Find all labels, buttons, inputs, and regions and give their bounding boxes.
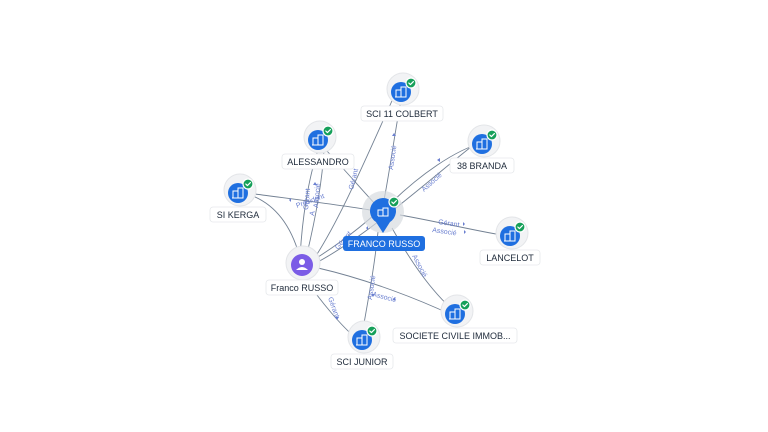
node-center-franco-russo[interactable]: FRANCO RUSSO: [343, 191, 425, 251]
node-lancelot[interactable]: LANCELOT: [479, 216, 541, 266]
check-mark: [462, 303, 468, 308]
check-mark: [489, 133, 495, 138]
edge-label-person-associe: Associé: [371, 291, 397, 304]
node-label: 38 BRANDA: [457, 161, 507, 171]
verified-check-icon: [366, 325, 378, 337]
verified-check-icon: [514, 221, 526, 233]
edge-label-societe: Associé: [410, 254, 428, 279]
label-bg: [265, 279, 339, 296]
check-mark: [369, 329, 375, 334]
node-label: SCI JUNIOR: [336, 357, 388, 367]
edge-label-junior-gerant: Gérant: [326, 296, 340, 319]
check-mark: [408, 81, 414, 86]
edge-label-lancelot-gerant: Gérant: [438, 219, 460, 229]
building-glyph: [476, 138, 488, 150]
node-label: LANCELOT: [486, 253, 534, 263]
node-label: Franco RUSSO: [271, 283, 334, 293]
arrow-marker: [437, 158, 440, 162]
edge-label-branda: Associé: [421, 172, 444, 194]
edge-label-lancelot-associe: Associé: [432, 227, 457, 237]
check-mark: [391, 200, 397, 205]
building-glyph: [312, 134, 324, 146]
label-bg: [479, 249, 541, 266]
node-person-franco-russo[interactable]: Franco RUSSO: [265, 245, 339, 296]
check-mark: [325, 129, 331, 134]
verified-check-icon: [459, 299, 471, 311]
center-node-label: FRANCO RUSSO: [348, 239, 421, 249]
edge-label-person-gerant2: Gérant: [303, 188, 312, 210]
label-bg: [281, 153, 355, 170]
edge-label-alessandro-gerant: Gérant: [348, 168, 360, 191]
arrow-marker: [463, 222, 465, 226]
node-si-kerga[interactable]: SI KERGA: [209, 173, 267, 223]
label-bg: [209, 206, 267, 223]
node-label: SI KERGA: [217, 210, 260, 220]
label-bg: [360, 105, 444, 122]
arrow-marker: [392, 133, 396, 136]
verified-check-icon: [388, 196, 400, 208]
verified-check-icon: [405, 77, 417, 89]
edge-label-person-a: A: [309, 210, 317, 216]
node-label: ALESSANDRO: [287, 157, 349, 167]
edge-person-branda: [313, 139, 481, 265]
building-glyph: [395, 86, 407, 98]
arrow-marker: [366, 226, 368, 230]
label-bg: [330, 353, 394, 370]
building-glyph: [449, 308, 461, 320]
node-societe-civile[interactable]: SOCIETE CIVILE IMMOB...: [392, 294, 518, 344]
verified-check-icon: [486, 129, 498, 141]
label-bg: [392, 327, 518, 344]
edge-label-junior-associe: Associé: [367, 275, 377, 300]
check-mark: [517, 225, 523, 230]
node-label: SCI 11 COLBERT: [366, 109, 438, 119]
verified-check-icon: [322, 125, 334, 137]
verified-check-icon: [242, 178, 254, 190]
node-sci-junior[interactable]: SCI JUNIOR: [330, 320, 394, 370]
edge-label-alessandro-associe: Associé: [313, 183, 322, 208]
person-head: [299, 259, 305, 265]
building-glyph: [377, 207, 389, 217]
arrow-marker: [393, 297, 395, 301]
building-glyph: [504, 230, 516, 242]
arrow-marker: [335, 317, 339, 320]
node-sci-11-colbert[interactable]: SCI 11 COLBERT: [360, 72, 444, 122]
edge-person-kerga: [243, 192, 301, 259]
check-mark: [245, 182, 251, 187]
arrow-marker: [289, 198, 291, 202]
building-glyph: [356, 334, 368, 346]
node-38-branda[interactable]: 38 BRANDA: [449, 124, 515, 174]
arrow-marker: [464, 230, 466, 234]
person-body: [296, 267, 308, 270]
node-alessandro[interactable]: ALESSANDRO: [281, 120, 355, 170]
label-bg: [449, 157, 515, 174]
arrow-marker: [313, 182, 317, 185]
edge-label-colbert: Associé: [388, 145, 398, 170]
node-label: SOCIETE CIVILE IMMOB...: [399, 331, 510, 341]
building-glyph: [232, 187, 244, 199]
edge-kerga-center: [254, 193, 371, 211]
center-label-bg: [343, 236, 425, 251]
arrow-marker: [371, 294, 375, 297]
